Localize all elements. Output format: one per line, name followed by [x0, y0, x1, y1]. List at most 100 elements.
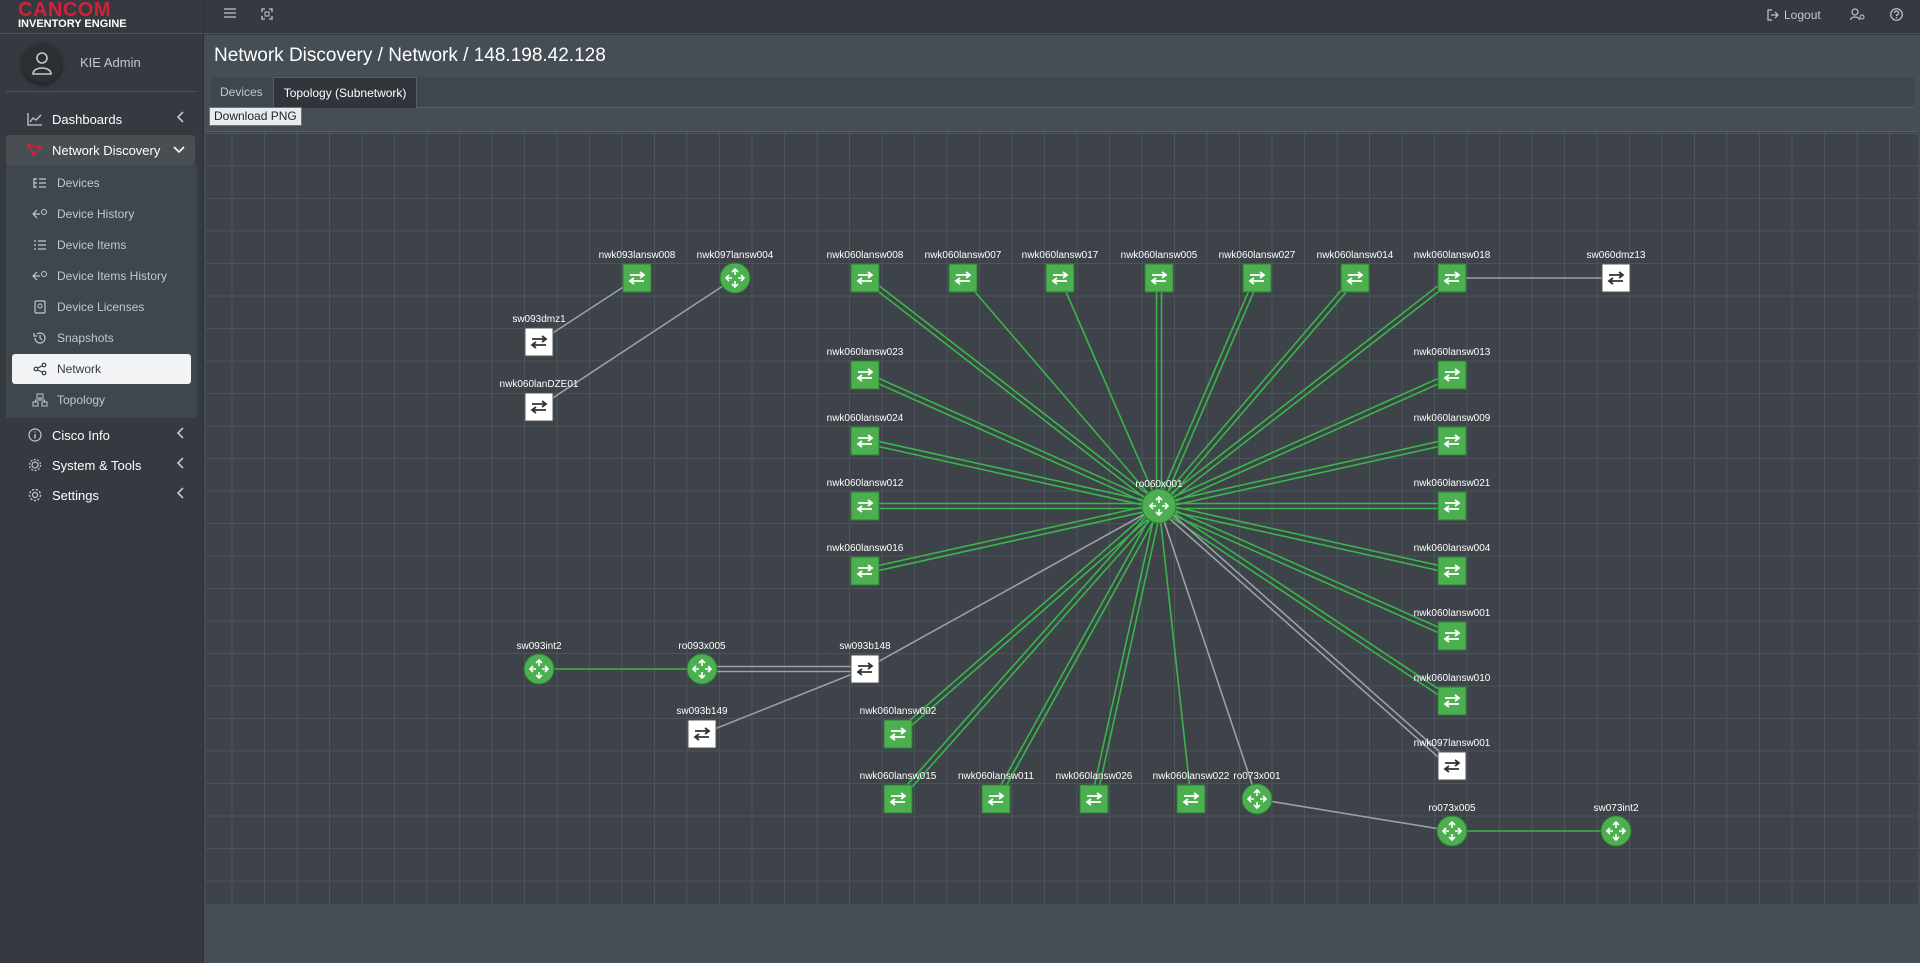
topology-link[interactable] [962, 277, 1160, 507]
sub-device-items-history[interactable]: Device Items History [12, 261, 191, 291]
topology-link[interactable] [895, 503, 1158, 733]
router-node[interactable]: ro060x001 [1135, 479, 1183, 524]
switch-node[interactable]: sw093b148 [839, 641, 891, 684]
nav-network-discovery[interactable]: Network Discovery [6, 135, 195, 165]
topology-link[interactable] [1090, 505, 1158, 799]
topology-link[interactable] [1156, 275, 1451, 505]
topology-link[interactable] [538, 277, 638, 343]
topology-link[interactable] [1095, 506, 1163, 800]
switch-node[interactable]: nwk060lansw004 [1414, 543, 1491, 586]
help-icon[interactable] [1890, 8, 1903, 21]
nav-dashboards[interactable]: Dashboards [6, 104, 195, 134]
router-node[interactable]: sw073int2 [1593, 803, 1639, 847]
topology-link[interactable] [864, 505, 1160, 670]
sub-network[interactable]: Network [12, 354, 191, 384]
switch-node[interactable]: nwk060lansw005 [1121, 250, 1198, 293]
topology-link[interactable] [1156, 275, 1354, 505]
switch-node[interactable]: nwk060lansw027 [1219, 250, 1296, 293]
switch-node[interactable]: nwk060lansw007 [925, 250, 1002, 293]
topology-link[interactable] [993, 504, 1158, 799]
nav-settings[interactable]: Settings [6, 480, 195, 510]
switch-node[interactable]: sw060dmz13 [1587, 250, 1646, 293]
topology-link[interactable] [1158, 507, 1452, 575]
tab-devices[interactable]: Devices [220, 85, 263, 99]
user-settings-icon[interactable] [1850, 8, 1865, 21]
topology-link[interactable] [538, 277, 736, 408]
switch-node[interactable]: nwk097lansw001 [1414, 738, 1491, 781]
topology-link[interactable] [863, 376, 1159, 510]
topology-link[interactable] [1158, 505, 1192, 800]
topology-canvas[interactable]: ro060x001 nwk093lansw008 nwk097lansw004 sw0… [206, 131, 1918, 904]
router-node[interactable]: ro093x005 [678, 641, 726, 685]
sub-devices[interactable]: Devices [12, 168, 191, 198]
topology-link[interactable] [1160, 279, 1358, 509]
user-name[interactable]: KIE Admin [80, 55, 141, 70]
router-node[interactable]: nwk097lansw004 [697, 250, 774, 294]
download-png-button[interactable]: Download PNG [209, 107, 302, 126]
topology-link[interactable] [997, 506, 1162, 801]
topology-link[interactable] [701, 668, 866, 735]
brand-logo[interactable]: CANCOM INVENTORY ENGINE [0, 0, 203, 34]
topology-link[interactable] [864, 502, 1159, 570]
topology-link[interactable] [1160, 503, 1455, 765]
topology-link[interactable] [1159, 502, 1453, 570]
nav-system-tools[interactable]: System & Tools [6, 450, 195, 480]
switch-node[interactable]: nwk060lansw002 [860, 706, 937, 749]
topology-link[interactable] [1160, 279, 1455, 509]
switch-node[interactable]: nwk060lansw024 [827, 413, 904, 456]
sub-snapshots[interactable]: Snapshots [12, 323, 191, 353]
topology-link[interactable] [1157, 371, 1452, 505]
router-node[interactable]: ro073x005 [1428, 803, 1476, 847]
topology-link[interactable] [862, 279, 1158, 509]
topology-link[interactable] [1157, 507, 1452, 704]
topology-link[interactable] [865, 507, 1160, 575]
switch-node[interactable]: nwk060lansw014 [1317, 250, 1394, 293]
topology-link[interactable] [1156, 507, 1451, 769]
topology-link[interactable] [1158, 505, 1258, 800]
logout-button[interactable]: Logout [1767, 8, 1821, 22]
topology-link[interactable] [899, 507, 1162, 737]
topology-link[interactable] [864, 442, 1159, 510]
switch-node[interactable]: nwk060lansw023 [827, 347, 904, 390]
switch-node[interactable]: nwk060lansw012 [827, 478, 904, 521]
topology-graph[interactable]: ro060x001 nwk093lansw008 nwk097lansw004 sw0… [206, 132, 1918, 905]
sub-topology[interactable]: Topology [12, 385, 191, 415]
topology-link[interactable] [865, 371, 1161, 505]
sub-device-items[interactable]: Device Items [12, 230, 191, 260]
switch-node[interactable]: sw093dmz1 [512, 314, 566, 357]
hamburger-menu-icon[interactable] [224, 8, 236, 18]
switch-node[interactable]: nwk060lansw021 [1414, 478, 1491, 521]
topology-link[interactable] [1160, 278, 1261, 508]
switch-node[interactable]: nwk060lansw015 [860, 771, 937, 814]
nav-cisco-info[interactable]: Cisco Info [6, 420, 195, 450]
switch-node[interactable]: sw093b149 [676, 706, 728, 749]
topology-link[interactable] [1157, 507, 1452, 640]
switch-node[interactable]: nwk093lansw008 [599, 250, 676, 293]
switch-node[interactable]: nwk060lanDZE01 [500, 379, 579, 422]
switch-node[interactable]: nwk060lansw018 [1414, 250, 1491, 293]
switch-node[interactable]: nwk060lansw010 [1414, 673, 1491, 716]
switch-node[interactable]: nwk060lansw022 [1153, 771, 1230, 814]
switch-node[interactable]: nwk060lansw001 [1414, 608, 1491, 651]
topology-link[interactable] [1159, 376, 1454, 510]
switch-node[interactable]: nwk060lansw016 [827, 543, 904, 586]
topology-link[interactable] [866, 275, 1162, 505]
user-avatar-icon[interactable] [22, 42, 62, 83]
topology-link[interactable] [1159, 502, 1454, 635]
topology-link[interactable] [865, 437, 1160, 505]
fullscreen-icon[interactable] [261, 8, 273, 20]
switch-node[interactable]: nwk060lansw013 [1414, 347, 1491, 390]
sub-device-history[interactable]: Device History [12, 199, 191, 229]
switch-node[interactable]: nwk060lansw026 [1056, 771, 1133, 814]
switch-node[interactable]: nwk060lansw011 [958, 771, 1034, 814]
switch-node[interactable]: nwk060lansw009 [1414, 413, 1491, 456]
switch-node[interactable]: nwk060lansw008 [827, 250, 904, 293]
topology-link[interactable] [1256, 798, 1453, 832]
topology-link[interactable] [1155, 276, 1256, 506]
topology-link[interactable] [1059, 277, 1160, 507]
sub-device-licenses[interactable]: Device Licenses [12, 292, 191, 322]
tab-topology-subnetwork[interactable]: Topology (Subnetwork) [272, 77, 418, 108]
topology-link[interactable] [1159, 503, 1454, 700]
topology-link[interactable] [1159, 442, 1453, 510]
router-node[interactable]: sw093int2 [516, 641, 562, 685]
